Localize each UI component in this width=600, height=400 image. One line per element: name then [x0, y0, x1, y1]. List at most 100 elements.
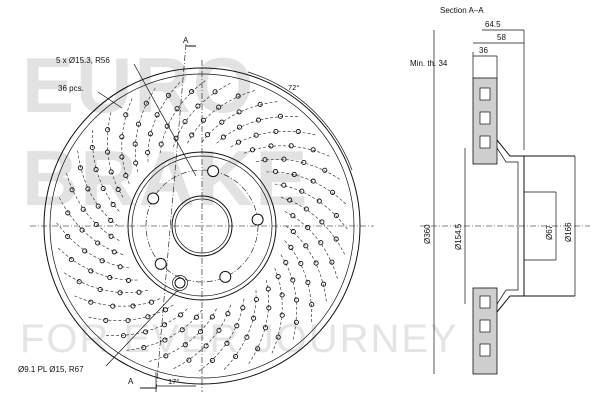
drilled-hole	[132, 141, 138, 147]
drilled-hole	[68, 257, 74, 263]
drilled-hole	[193, 314, 199, 320]
drilled-hole	[100, 185, 106, 192]
drilled-hole	[205, 132, 211, 138]
section-line	[155, 43, 187, 393]
watermark-line1: EURO	[22, 41, 255, 129]
drilled-hole	[233, 354, 239, 360]
drilled-hole	[275, 334, 281, 340]
drilled-hole	[290, 213, 296, 219]
drilled-hole	[322, 167, 328, 173]
drilled-hole	[147, 131, 153, 137]
drilled-hole	[319, 219, 325, 225]
drilled-hole	[236, 109, 242, 115]
drilled-hole	[293, 319, 299, 325]
drilled-hole	[268, 143, 274, 149]
drilled-hole	[310, 178, 316, 184]
drilled-hole	[145, 314, 151, 320]
drilled-hole	[80, 206, 86, 212]
drilled-hole	[79, 227, 85, 233]
drilled-hole	[225, 311, 231, 317]
section-marker-top: A	[183, 36, 189, 45]
drilled-hole	[110, 303, 116, 309]
drilled-hole	[95, 203, 101, 209]
drilled-hole	[273, 128, 279, 135]
drilled-hole	[305, 279, 311, 285]
drilled-hole	[117, 290, 123, 296]
vane-opening	[479, 295, 491, 309]
drilled-hole	[88, 268, 94, 274]
drilled-hole	[299, 188, 305, 194]
front-view: A A 72° 17° 5 x Ø15.3, R56 36 pcs. Ø9.1 …	[18, 36, 374, 393]
drilled-hole	[295, 129, 301, 135]
drilled-hole	[123, 172, 129, 179]
drilled-hole	[255, 117, 261, 123]
drilled-hole	[143, 100, 149, 106]
drilled-hole	[110, 202, 116, 208]
drilled-hole	[298, 260, 304, 267]
drilled-hole	[333, 213, 339, 219]
drilled-hole	[303, 243, 309, 249]
drilled-hole	[290, 277, 296, 283]
drilled-hole	[133, 160, 139, 166]
watermark-line2: BRAKE	[22, 134, 309, 222]
drilled-hole	[330, 189, 336, 195]
section-marker-bottom: A	[128, 377, 134, 386]
cooling-slot	[63, 272, 149, 294]
drilled-hole	[234, 323, 240, 329]
bolt-holes	[147, 165, 264, 283]
drilled-hole	[305, 224, 311, 230]
drilled-hole	[212, 89, 218, 95]
bolt-leader	[133, 63, 197, 177]
drilled-hole	[301, 159, 307, 166]
drilled-hole	[288, 143, 294, 149]
drilled-hole	[145, 149, 151, 156]
holes-count-label: 36 pcs.	[58, 84, 84, 93]
drilled-hole	[266, 305, 272, 311]
pin-hole-counterbore	[172, 275, 188, 291]
section-view: Section A–A 64.5 58 36 Min. th. 34 Ø36	[410, 6, 590, 375]
drilled-hole	[130, 303, 136, 309]
bolt-hole	[147, 192, 160, 205]
drilled-hole	[77, 165, 83, 171]
drilled-hole	[209, 357, 215, 363]
drilled-hole	[104, 149, 111, 155]
vane-opening	[479, 111, 491, 125]
drilled-hole	[93, 222, 99, 228]
drilled-hole	[95, 240, 101, 246]
drilled-hole	[219, 119, 225, 125]
drilled-hole	[88, 299, 94, 305]
dia-bolt: Ø166	[564, 222, 573, 242]
drilled-hole	[163, 353, 169, 359]
drilled-hole	[303, 206, 309, 212]
drilled-hole	[235, 139, 242, 145]
drilled-hole	[103, 317, 109, 323]
hat-inner-profile	[496, 147, 519, 305]
drilled-hole	[82, 248, 88, 254]
drilled-hole	[69, 187, 75, 193]
pin-leader	[105, 289, 179, 367]
drilled-hole	[279, 292, 285, 298]
drilled-hole	[108, 233, 114, 239]
bolt-hole	[207, 165, 220, 178]
drilled-hole	[195, 103, 201, 109]
drilled-hole	[148, 299, 155, 305]
drilled-hole	[105, 127, 111, 133]
drilled-hole	[265, 286, 271, 292]
holes-leader	[97, 91, 123, 109]
drilled-hole	[251, 315, 257, 321]
drilled-hole	[216, 327, 222, 333]
drilled-holes	[65, 89, 339, 363]
drilled-hole	[189, 132, 195, 138]
pin-hole-label: Ø9.1 PL Ø15, R67	[18, 365, 84, 374]
min-thickness: Min. th. 34	[410, 59, 448, 68]
drilled-hole	[178, 312, 184, 318]
drilled-hole	[224, 340, 230, 346]
drilled-hole	[125, 317, 131, 324]
cooling-slot	[284, 240, 312, 323]
drilled-hole	[135, 121, 142, 127]
drilled-hole	[313, 260, 319, 266]
pin-hole	[174, 277, 186, 289]
drilled-hole	[198, 329, 204, 335]
cooling-vanes	[479, 87, 491, 357]
